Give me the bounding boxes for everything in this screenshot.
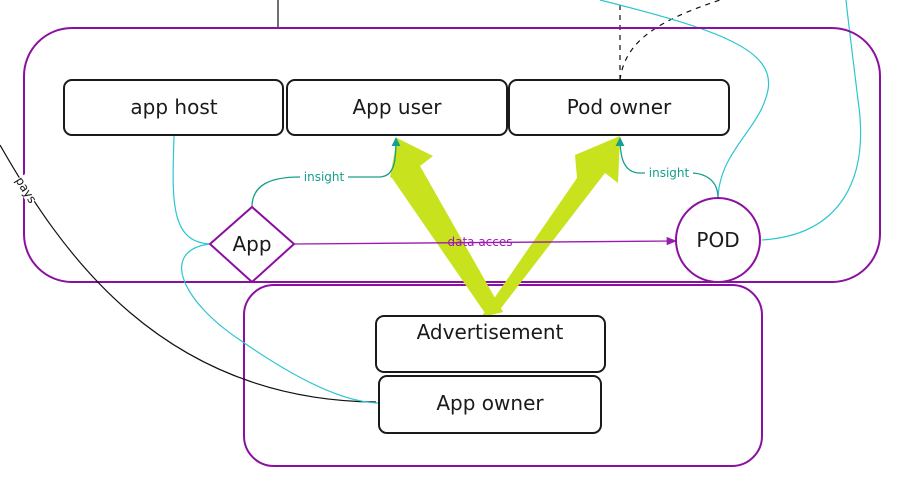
cyan-link-app-appowner	[181, 243, 379, 404]
node-app-label: App	[232, 232, 271, 256]
data-access-label: data acces	[447, 235, 512, 249]
node-app-host-label: app host	[130, 95, 217, 119]
node-app-host[interactable]: app host	[63, 79, 284, 136]
node-advertisement[interactable]: Advertisement	[375, 315, 606, 373]
node-app-owner[interactable]: App owner	[378, 375, 602, 434]
lower-container	[243, 284, 763, 467]
node-app-user[interactable]: App user	[286, 79, 508, 136]
node-app[interactable]: App	[208, 205, 296, 284]
node-advertisement-label: Advertisement	[417, 320, 564, 344]
insight-label-pod: insight	[649, 166, 690, 180]
pays-label: pays	[13, 174, 40, 205]
data-access-edge	[294, 236, 678, 246]
insight-label-app: insight	[304, 170, 345, 184]
big-arrow-to-pod-owner	[482, 136, 620, 316]
cyan-link-pod-top	[599, 0, 770, 199]
big-arrow-to-app-user	[390, 138, 503, 316]
node-pod[interactable]: POD	[675, 197, 761, 283]
dashed-connector-2	[619, 0, 721, 81]
node-pod-owner-label: Pod owner	[567, 95, 672, 119]
node-app-owner-label: App owner	[436, 391, 544, 415]
node-app-user-label: App user	[352, 95, 442, 119]
cyan-link-pod-right	[761, 0, 862, 241]
node-pod-owner[interactable]: Pod owner	[508, 79, 730, 136]
cyan-link-apphost-app	[172, 135, 211, 245]
node-pod-label: POD	[696, 228, 739, 252]
upper-container	[23, 27, 881, 283]
